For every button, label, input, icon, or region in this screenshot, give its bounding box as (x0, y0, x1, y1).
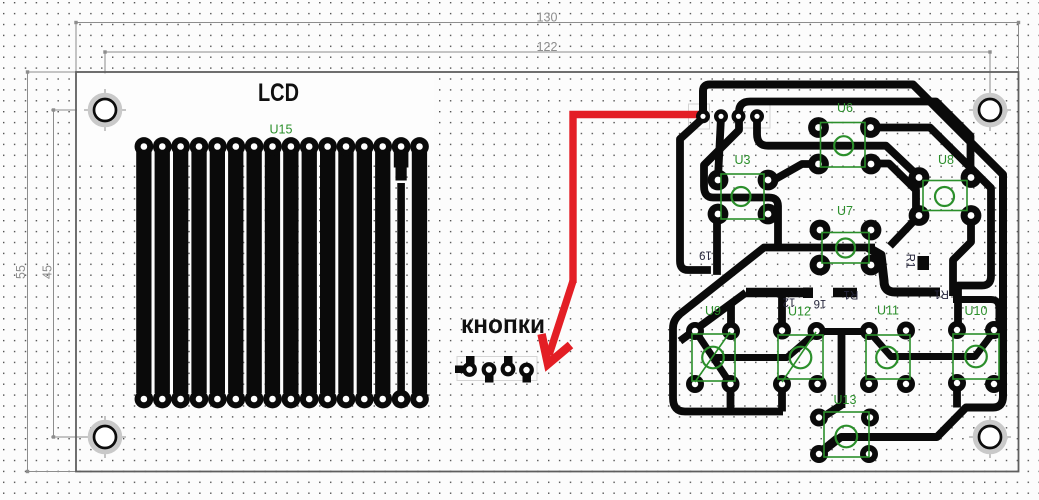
svg-text:U12: U12 (788, 305, 811, 319)
svg-text:U8: U8 (938, 153, 954, 167)
svg-text:U9: U9 (705, 304, 721, 318)
svg-text:U10: U10 (965, 304, 988, 318)
svg-text:U3: U3 (735, 153, 751, 167)
svg-text:122: 122 (537, 40, 558, 54)
svg-text:U7: U7 (837, 204, 853, 218)
svg-text:12: 12 (783, 296, 796, 308)
svg-text:55: 55 (14, 265, 28, 279)
svg-text:19: 19 (699, 249, 712, 261)
svg-text:45: 45 (41, 265, 55, 279)
svg-text:LCD: LCD (258, 79, 299, 107)
svg-text:U15: U15 (270, 123, 293, 137)
svg-text:U13: U13 (834, 393, 857, 407)
svg-text:кнопки: кнопки (461, 309, 545, 339)
svg-text:U11: U11 (877, 304, 899, 318)
svg-text:R1: R1 (904, 254, 916, 269)
svg-text:R1: R1 (844, 288, 859, 300)
svg-text:16: 16 (814, 297, 827, 309)
svg-text:R1: R1 (934, 288, 949, 300)
svg-text:U6: U6 (837, 101, 853, 115)
svg-text:130: 130 (537, 11, 558, 25)
